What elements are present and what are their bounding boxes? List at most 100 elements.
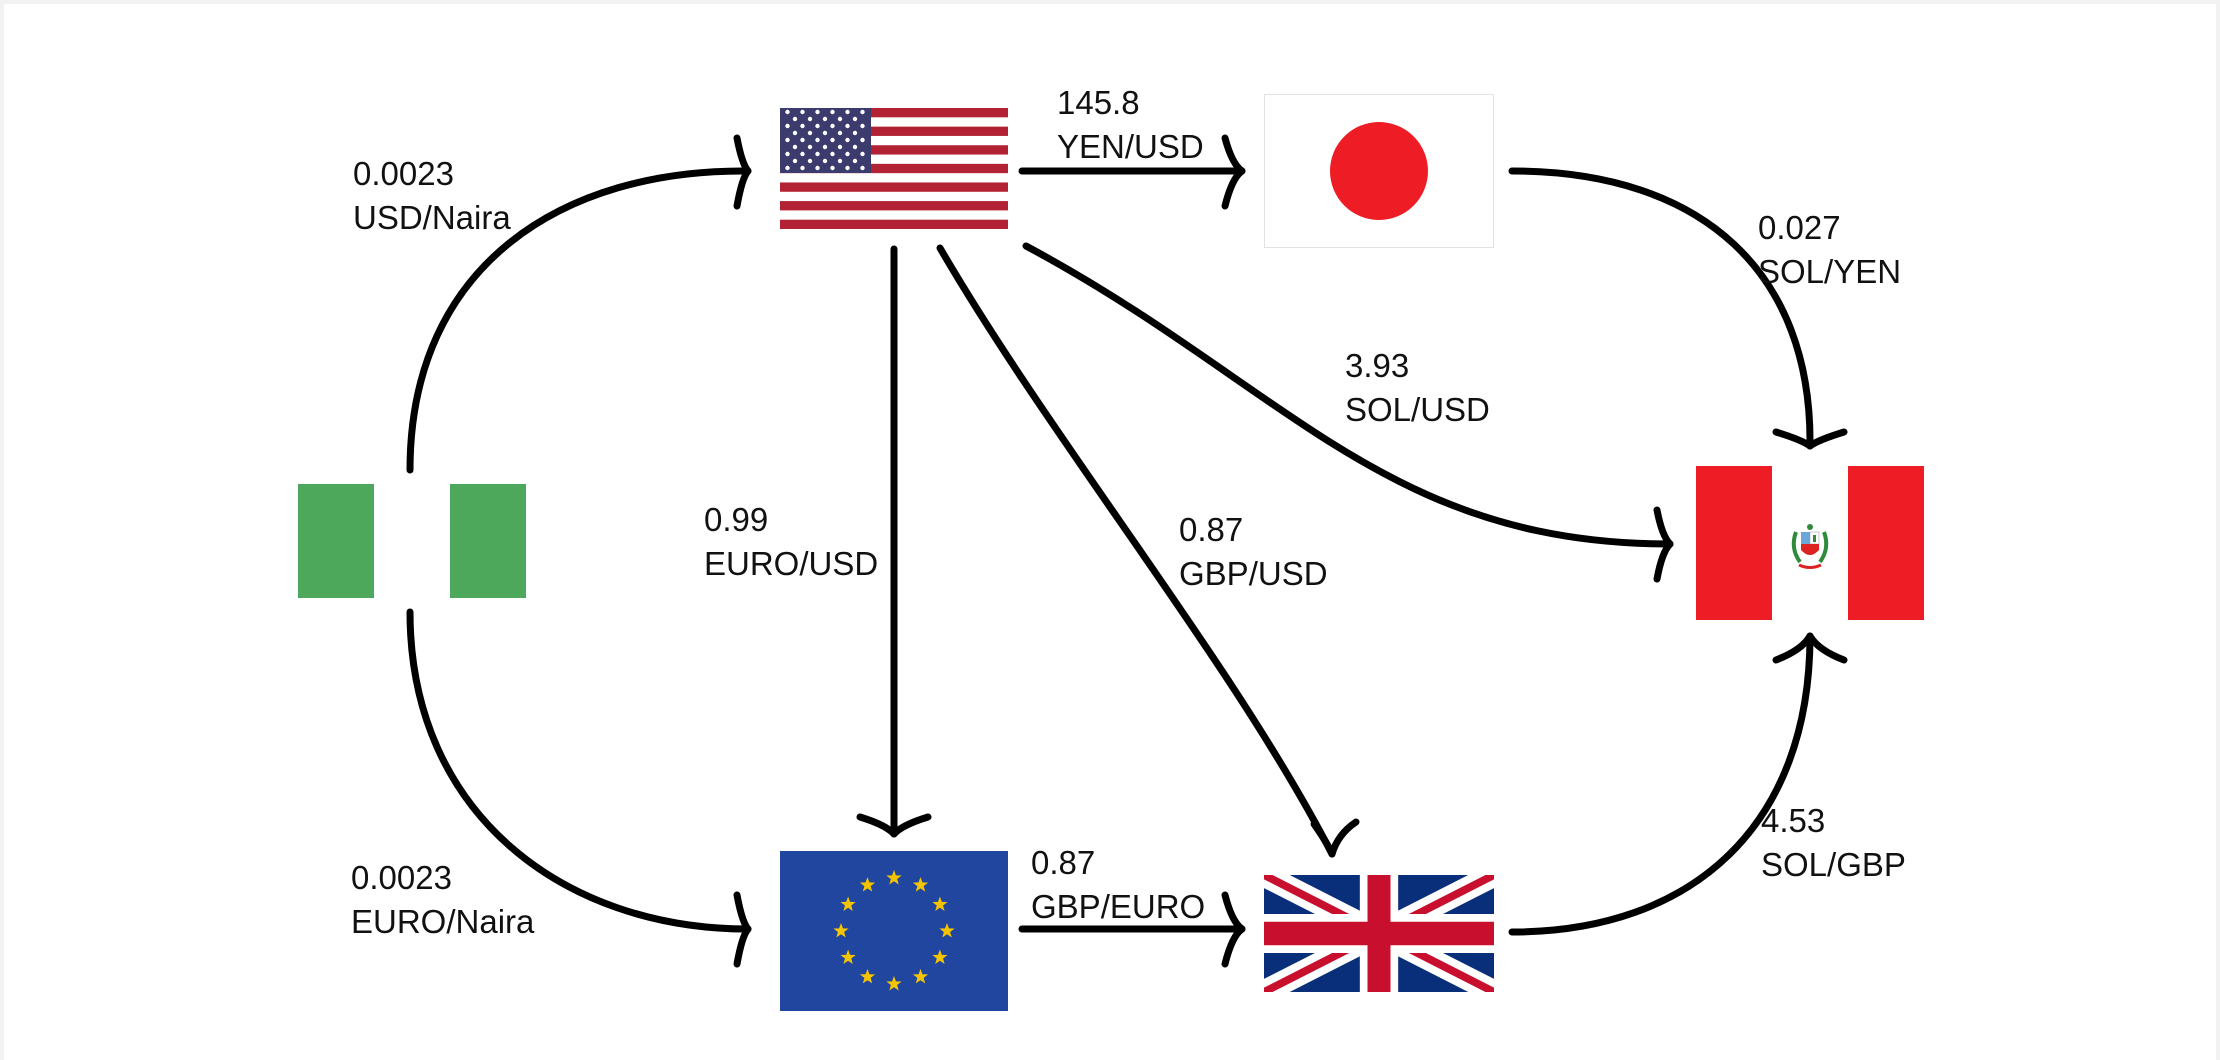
exchange-rate: 0.0023 [351,859,452,896]
flag-star [815,137,820,143]
exchange-rate: 0.99 [704,501,769,538]
exchange-rate: 0.027 [1758,209,1841,246]
edge-line [406,167,752,474]
edge-naira-usd [406,134,752,474]
exchange-rate: 3.93 [1345,347,1410,384]
flag-star [800,151,805,157]
edge-label-naira-euro: 0.0023 EURO/Naira [351,856,534,944]
flag-star [845,123,850,129]
edge-usd-euro [856,245,932,838]
flag-star [859,968,876,984]
flag-star [837,158,843,164]
uk-flag-icon [1264,875,1494,992]
flag-stripe [780,201,1008,211]
exchange-rate: 145.8 [1057,84,1140,121]
arrowhead [1310,818,1360,858]
edge-usd-yen [1018,134,1246,210]
flag-star [852,130,858,136]
flag-star [800,137,805,143]
flag-stripe [780,145,1008,155]
flag-star [822,158,828,164]
shield-ribbon [1798,563,1822,569]
edge-euro-gbp [1018,891,1246,968]
flag-star [837,130,843,136]
flag-cross-red [1264,875,1494,992]
flag-star [912,877,929,892]
flag-star [912,968,929,984]
wreath-left [1791,531,1802,564]
flag-band-red-left [1696,466,1772,620]
flag-star [852,116,858,122]
rate-unit: SOL/USD [1345,391,1490,428]
flag-band-green-right [450,484,526,598]
flag-star [845,165,850,171]
flag-star [860,151,865,157]
flag-star [800,165,805,171]
flag-star [785,123,790,129]
flag-stripe [780,108,1008,118]
flag-star [800,109,805,115]
flag-star [837,116,843,122]
arrowhead [1221,891,1246,968]
flag-star [860,109,865,115]
usa-flag-icon [780,108,1008,229]
rate-unit: EURO/Naira [351,903,535,940]
flag-stripe [780,182,1008,192]
shield-crown [1807,524,1813,530]
flag-stripes [780,108,1008,229]
arrowhead [1653,506,1674,583]
rate-unit: SOL/GBP [1761,846,1906,883]
flag-band-green-left [298,484,374,598]
flag-star [807,116,813,122]
flag-band-white [374,484,450,598]
shield-tree [1813,535,1816,542]
flag-star [792,116,798,122]
edge-line [936,244,1336,858]
flag-star [932,896,948,911]
flag-stripe [780,219,1008,229]
flag-star [815,109,820,115]
flag-star [845,137,850,143]
edge-line [1508,632,1814,936]
flag-star [860,123,865,129]
flag-star [830,165,835,171]
arrowhead [733,134,752,210]
edge-line [1508,167,1814,450]
flag-star [785,151,790,157]
flag-star [815,151,820,157]
exchange-rate: 4.53 [1761,802,1826,839]
wreath-right [1818,531,1829,564]
flag-star [815,165,820,171]
arrowhead [1772,632,1848,664]
flag-band-red-right [1848,466,1924,620]
flag-star [860,137,865,143]
flag-star [833,923,849,938]
flag-star [840,949,856,964]
flag-star [860,165,865,171]
flag-star [840,896,856,911]
edge-usd-gbp [936,244,1360,858]
edge-layer [406,134,1848,968]
flag-star [807,144,813,150]
edge-naira-euro [406,608,752,968]
flag-star [785,109,790,115]
flag-star [859,877,876,892]
edge-label-gbp-sol: 4.53 SOL/GBP [1761,799,1906,887]
flag-sun-disc [1330,122,1428,220]
flag-star [792,144,798,150]
arrowhead [1772,428,1848,450]
flag-star [852,144,858,150]
exchange-rate: 0.87 [1179,511,1244,548]
flag-star [845,151,850,157]
flag-star [939,923,955,938]
edge-gbp-sol [1508,632,1848,936]
nigeria-flag-icon [298,484,526,598]
flag-star [852,158,858,164]
flag-star [800,123,805,129]
eu-flag-icon [780,851,1008,1011]
flag-star [785,137,790,143]
arrowhead [856,813,932,838]
rate-unit: YEN/USD [1057,128,1204,165]
flag-star [830,137,835,143]
edge-label-usd-euro: 0.99 EURO/USD [704,498,878,586]
